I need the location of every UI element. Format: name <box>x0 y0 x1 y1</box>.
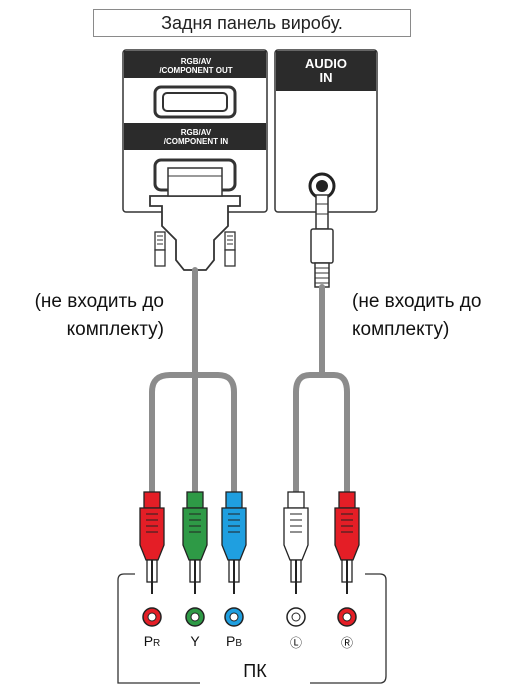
pc-jack-y <box>185 607 205 627</box>
note-right-line2: комплекту) <box>352 319 450 340</box>
label-y: Y <box>190 633 200 649</box>
pc-box <box>117 573 387 684</box>
rca-plug-red <box>139 491 165 594</box>
rca-plug-blue <box>221 491 247 594</box>
label-pb-main: P <box>225 633 236 649</box>
cables <box>149 267 350 495</box>
in-label-line2: /COMPONENT IN <box>163 137 229 146</box>
note-right-line1: (не входить до <box>352 291 482 312</box>
pc-jack-pb <box>224 607 244 627</box>
audio-label-line1: AUDIO <box>305 56 347 71</box>
rca-plug-red-audio <box>334 491 360 594</box>
rca-plug-white <box>283 491 309 594</box>
note-left-line2: комплекту) <box>66 319 164 340</box>
note-left-line1: (не входить до <box>34 291 164 312</box>
audio-label-line2: IN <box>319 70 333 85</box>
label-pr-sub: R <box>153 638 161 649</box>
label-pb-sub: B <box>235 638 242 649</box>
in-label-line1: RGB/AV <box>180 128 212 137</box>
panel-title: Задня панель виробу. <box>93 9 411 37</box>
pc-title: ПК <box>243 661 267 681</box>
component-out-label: RGB/AV /COMPONENT OUT <box>126 57 266 75</box>
dsub-connector <box>149 167 241 271</box>
note-right: (не входить до комплекту) <box>352 288 508 344</box>
audio-plug <box>310 194 334 288</box>
out-label-line1: RGB/AV <box>180 57 212 66</box>
label-r: Ⓡ <box>340 636 353 650</box>
out-label-line2: /COMPONENT OUT <box>159 66 233 75</box>
audio-in-label: AUDIO IN <box>276 57 376 85</box>
component-in-label: RGB/AV /COMPONENT IN <box>126 128 266 146</box>
rca-plug-green <box>182 491 208 594</box>
pc-jack-pr <box>142 607 162 627</box>
pc-jack-r <box>337 607 357 627</box>
label-l: Ⓛ <box>289 636 302 650</box>
label-pr-main: P <box>143 633 154 649</box>
device-rear-panel <box>122 49 378 213</box>
label-pb: PB <box>218 633 250 649</box>
note-left: (не входить до комплекту) <box>6 288 164 344</box>
label-pr: PR <box>136 633 168 649</box>
pc-jack-l <box>286 607 306 627</box>
